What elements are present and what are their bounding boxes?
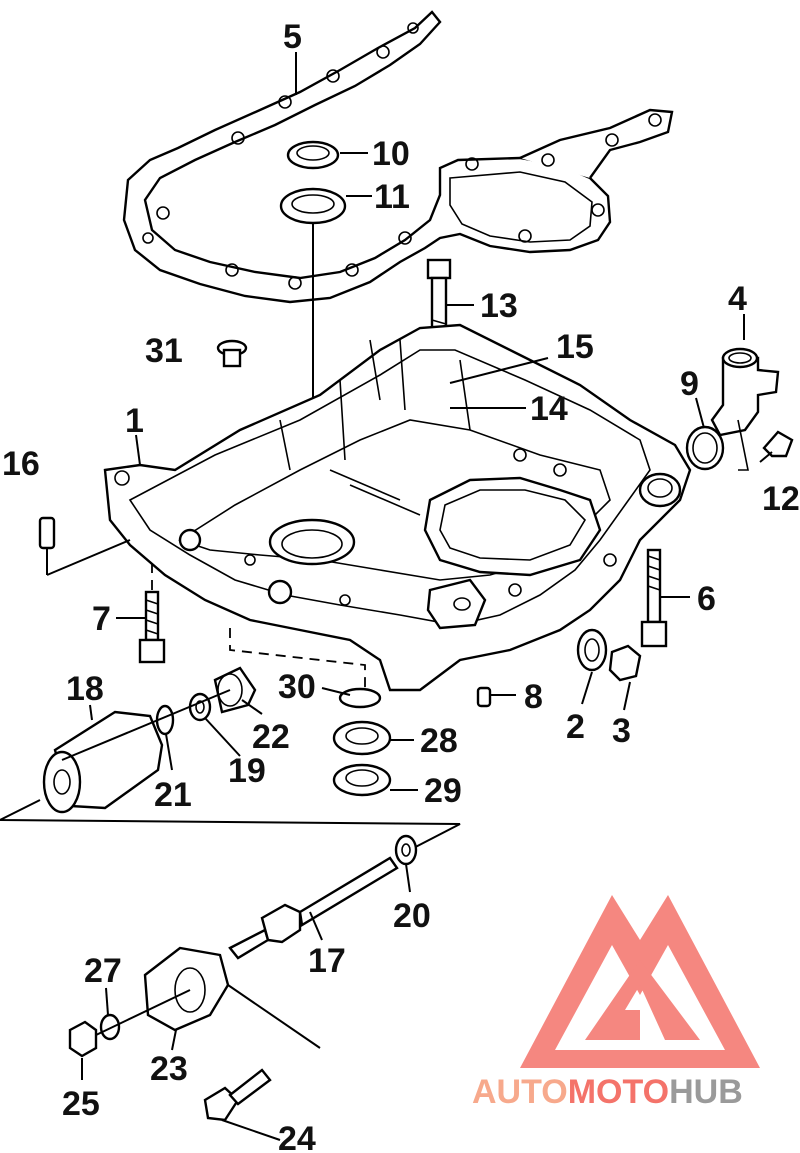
bearing-stack-drawing: [332, 687, 392, 797]
label-part-22: 22: [252, 718, 290, 756]
watermark-logo: AUTOMOTOHUB: [472, 895, 760, 1111]
plug-31-drawing: [216, 339, 248, 368]
label-part-25: 25: [62, 1085, 100, 1123]
label-part-7: 7: [92, 600, 111, 638]
label-part-23: 23: [150, 1050, 188, 1088]
label-part-4: 4: [728, 280, 747, 318]
label-part-28: 28: [420, 722, 458, 760]
label-part-13: 13: [480, 287, 518, 325]
label-part-17: 17: [308, 942, 346, 980]
drain-plug-drawing: [476, 628, 642, 708]
dowel-pin-16-drawing: [38, 516, 131, 576]
bolt-6-drawing: [640, 548, 668, 648]
logo-emblem-icon: [520, 895, 760, 1068]
oil-filter-drawing: [42, 666, 257, 814]
label-part-20: 20: [393, 897, 431, 935]
label-part-8: 8: [524, 678, 543, 716]
label-part-19: 19: [228, 752, 266, 790]
stud-17-drawing: [228, 834, 418, 960]
label-part-31: 31: [145, 332, 183, 370]
label-part-24: 24: [278, 1120, 316, 1153]
label-part-2: 2: [566, 708, 585, 746]
label-part-11: 11: [374, 178, 410, 216]
watermark-moto: MOTO: [568, 1073, 669, 1111]
label-part-3: 3: [612, 712, 631, 750]
gasket-drawing: [122, 10, 674, 304]
label-part-21: 21: [154, 776, 192, 814]
label-part-5: 5: [283, 18, 302, 56]
label-part-15: 15: [556, 328, 594, 366]
part-labels: 5 10 11 13 15 14 4 9 31 1 16 12 7 6 18 3…: [2, 18, 800, 1153]
label-part-10: 10: [372, 135, 410, 173]
watermark-text: AUTOMOTOHUB: [472, 1073, 743, 1111]
leader-lines: [81, 52, 745, 1141]
water-fitting-drawing: [685, 347, 794, 471]
label-part-18: 18: [66, 670, 104, 708]
dashed-link: [229, 628, 366, 690]
label-part-14: 14: [530, 390, 568, 428]
bracket-line: [0, 799, 461, 856]
flange-23-drawing: [68, 946, 321, 1122]
watermark-auto: AUTO: [472, 1073, 568, 1111]
label-part-29: 29: [424, 772, 462, 810]
label-part-16: 16: [2, 445, 40, 483]
label-part-1: 1: [125, 402, 144, 440]
bolt-7-drawing: [138, 560, 166, 664]
label-part-6: 6: [697, 580, 716, 618]
oil-pan-drawing: [103, 323, 692, 692]
label-part-12: 12: [762, 480, 800, 518]
watermark-hub: HUB: [669, 1073, 743, 1111]
label-part-9: 9: [680, 365, 699, 403]
label-part-27: 27: [84, 952, 122, 990]
label-part-30: 30: [278, 668, 316, 706]
